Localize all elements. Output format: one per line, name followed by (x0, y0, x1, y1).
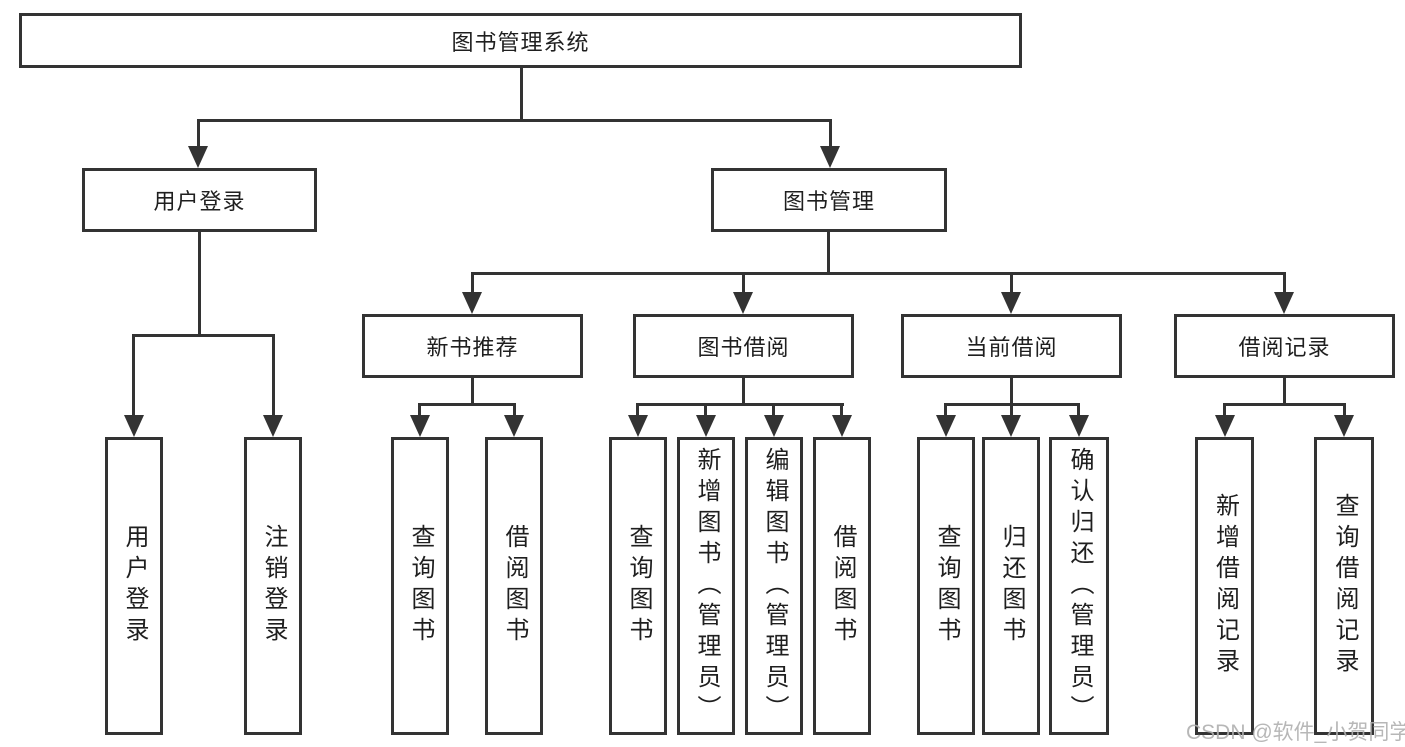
leaf-label-confirm-return-admin: 确认归还（管理员） (1066, 446, 1093, 726)
connector-group1-drop-1 (418, 403, 421, 417)
arrow-down-icon (124, 415, 144, 437)
arrow-down-icon (1334, 415, 1354, 437)
arrow-down-icon (820, 146, 840, 168)
connector-group1-bar (418, 403, 516, 406)
connector-root-drop-left (197, 119, 200, 148)
connector-group3-drop-1 (944, 403, 947, 417)
connector-group1-stem (471, 378, 474, 406)
arrow-down-icon (628, 415, 648, 437)
connector-root-stem (520, 68, 523, 121)
connector-group4-drop-1 (1223, 403, 1226, 417)
node-label-book-management: 图书管理 (782, 189, 875, 214)
connector-manage-stem (827, 232, 830, 275)
connector-group3-drop-2 (1010, 403, 1013, 417)
arrow-down-icon (696, 415, 716, 437)
connector-group2-drop-4 (840, 403, 843, 417)
node-box-root: 图书管理系统 (19, 13, 1022, 68)
node-label-user-login: 用户登录 (153, 189, 246, 214)
arrow-down-icon (188, 146, 208, 168)
connector-group2-bar (636, 403, 844, 406)
leaf-box-logout: 注销登录 (244, 437, 302, 735)
leaf-label-borrow-books-2: 借阅图书 (829, 524, 856, 648)
connector-group2-drop-1 (636, 403, 639, 417)
arrow-down-icon (410, 415, 430, 437)
leaf-box-borrow-books-2: 借阅图书 (813, 437, 871, 735)
connector-manage-drop-2 (742, 272, 745, 294)
connector-group3-drop-3 (1077, 403, 1080, 417)
node-label-new-book-recommend: 新书推荐 (426, 335, 519, 360)
leaf-box-query-books-1: 查询图书 (391, 437, 449, 735)
leaf-label-add-books-admin: 新增图书（管理员） (693, 446, 720, 726)
node-box-borrow-records: 借阅记录 (1174, 314, 1395, 378)
leaf-label-query-books-2: 查询图书 (625, 524, 652, 648)
node-box-book-borrow: 图书借阅 (633, 314, 854, 378)
arrow-down-icon (764, 415, 784, 437)
node-box-new-book-recommend: 新书推荐 (362, 314, 583, 378)
connector-root-bar (197, 119, 831, 122)
arrow-down-icon (462, 292, 482, 314)
leaf-label-user-login: 用户登录 (121, 524, 148, 648)
node-label-book-borrow: 图书借阅 (697, 335, 790, 360)
leaf-box-borrow-books-1: 借阅图书 (485, 437, 543, 735)
leaf-label-return-books: 归还图书 (998, 524, 1025, 648)
connector-group1-drop-2 (513, 403, 516, 417)
connector-login-drop-2 (272, 334, 275, 417)
connector-login-drop-1 (132, 334, 135, 417)
arrow-down-icon (263, 415, 283, 437)
arrow-down-icon (504, 415, 524, 437)
leaf-box-add-borrow-record: 新增借阅记录 (1195, 437, 1254, 735)
connector-login-stem (198, 232, 201, 337)
connector-root-drop-right (829, 119, 832, 148)
arrow-down-icon (1274, 292, 1294, 314)
leaf-label-query-books-1: 查询图书 (407, 524, 434, 648)
connector-manage-drop-3 (1010, 272, 1013, 294)
connector-group2-drop-2 (704, 403, 707, 417)
csdn-watermark: CSDN @软件_小贺同学 (1186, 721, 1405, 744)
leaf-box-query-borrow-record: 查询借阅记录 (1314, 437, 1374, 735)
connector-manage-drop-4 (1283, 272, 1286, 294)
arrow-down-icon (832, 415, 852, 437)
arrow-down-icon (1001, 292, 1021, 314)
node-box-book-management: 图书管理 (711, 168, 947, 232)
node-label-current-borrow: 当前借阅 (965, 335, 1058, 360)
arrow-down-icon (936, 415, 956, 437)
leaf-label-borrow-books-1: 借阅图书 (501, 524, 528, 648)
leaf-label-query-borrow-record: 查询借阅记录 (1331, 493, 1358, 679)
leaf-box-add-books-admin: 新增图书（管理员） (677, 437, 735, 735)
connector-login-bar (132, 334, 275, 337)
connector-group4-bar (1223, 403, 1346, 406)
leaf-label-add-borrow-record: 新增借阅记录 (1211, 493, 1239, 679)
leaf-box-query-books-3: 查询图书 (917, 437, 975, 735)
leaf-label-edit-books-admin: 编辑图书（管理员） (761, 446, 788, 726)
leaf-box-confirm-return-admin: 确认归还（管理员） (1049, 437, 1109, 735)
leaf-box-return-books: 归还图书 (982, 437, 1040, 735)
leaf-box-query-books-2: 查询图书 (609, 437, 667, 735)
leaf-box-user-login: 用户登录 (105, 437, 163, 735)
connector-manage-drop-1 (471, 272, 474, 294)
arrow-down-icon (733, 292, 753, 314)
arrow-down-icon (1215, 415, 1235, 437)
node-label-root: 图书管理系统 (451, 29, 590, 55)
connector-group4-stem (1283, 378, 1286, 406)
connector-group3-stem (1010, 378, 1013, 406)
connector-group2-drop-3 (772, 403, 775, 417)
node-box-current-borrow: 当前借阅 (901, 314, 1122, 378)
connector-manage-bar (471, 272, 1286, 275)
arrow-down-icon (1069, 415, 1089, 437)
leaf-label-query-books-3: 查询图书 (933, 524, 960, 648)
leaf-box-edit-books-admin: 编辑图书（管理员） (745, 437, 803, 735)
node-box-user-login: 用户登录 (82, 168, 317, 232)
leaf-label-logout: 注销登录 (260, 524, 287, 648)
node-label-borrow-records: 借阅记录 (1238, 335, 1331, 360)
connector-group2-stem (742, 378, 745, 406)
arrow-down-icon (1001, 415, 1021, 437)
connector-group4-drop-2 (1343, 403, 1346, 417)
